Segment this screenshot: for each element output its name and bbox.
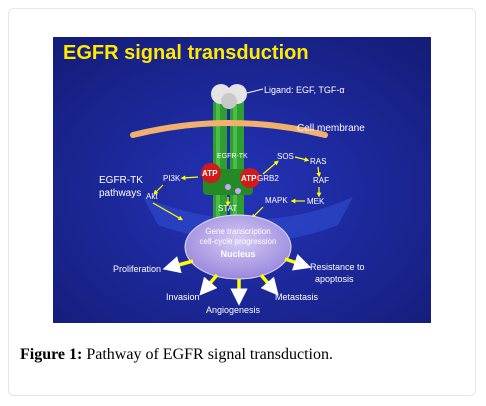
node-raf: RAF [313,176,329,185]
ligand-label: Ligand: EGF, TGF-α [264,85,345,95]
caption-text: Pathway of EGFR signal transduction. [82,346,333,363]
node-ras: RAS [310,157,326,166]
phosphate-dot [225,184,231,190]
pathway-arrows [152,156,322,221]
outcome-arrows [162,253,312,306]
nucleus-ellipse [184,214,292,280]
diagram-title: EGFR signal transduction [63,42,309,64]
receptor-label: EGFR-TK [217,153,248,160]
node-sos: SOS [277,152,294,161]
caption-label: Figure 1: [20,346,83,363]
cell-membrane [130,120,328,138]
pathways-label-line2: pathways [99,188,141,199]
svg-text:ATP: ATP [241,174,257,183]
node-mek: MEK [307,197,325,206]
nucleus-line2: cell-cycle progression [200,237,277,246]
node-stat: STAT [218,204,237,213]
atp-right: ATP [240,168,260,188]
pathways-label-line1: EGFR-TK [99,175,143,186]
node-mapk: MAPK [265,196,288,205]
ligand-icon [211,84,247,109]
svg-text:ATP: ATP [202,169,218,178]
nucleus-label: Nucleus [220,249,255,259]
node-pi3k: PI3K [163,174,181,183]
outcome-proliferation: Proliferation [113,264,161,274]
node-grb2: GRB2 [257,174,279,183]
phosphate-dot [235,188,241,194]
ligand-pointer [246,88,264,94]
outcome-metastasis: Metastasis [275,292,319,302]
atp-left: ATP [201,163,221,183]
outcome-resistance-line2: apoptosis [315,274,354,284]
membrane-label: Cell membrane [297,123,365,134]
outcome-resistance-line1: Resistance to [310,262,365,272]
outcome-angiogenesis: Angiogenesis [206,305,261,315]
node-akt: Akt [146,192,158,201]
egfr-diagram: EGFR signal transduction Ligand: EGF, TG… [53,37,431,323]
outcome-invasion: Invasion [166,292,200,302]
nucleus-line1: Gene transcription [205,227,270,236]
figure-caption: Figure 1: Pathway of EGFR signal transdu… [20,346,333,364]
